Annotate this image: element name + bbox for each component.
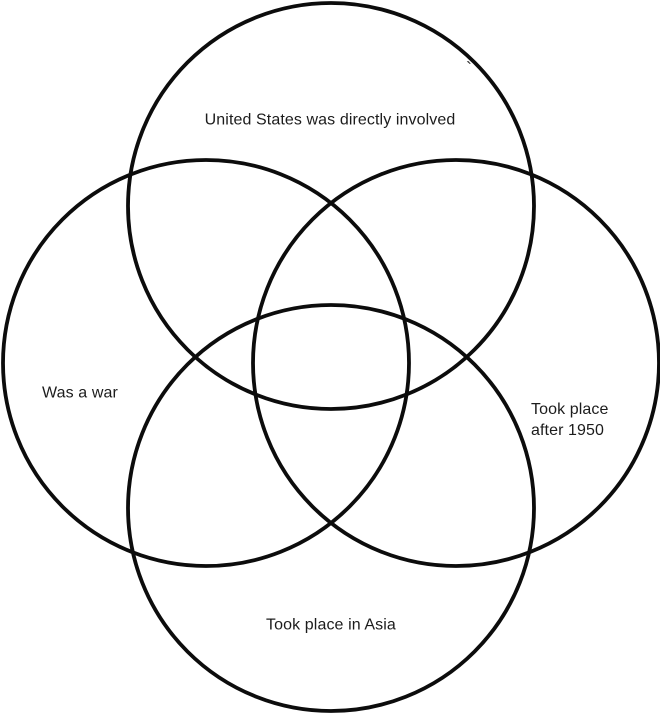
venn-circle-bottom: [126, 303, 536, 713]
venn-label-was-a-war: Was a war: [42, 384, 118, 402]
venn-label-us-involved: United States was directly involved: [204, 111, 456, 129]
venn-label-in-asia: Took place in Asia: [266, 616, 396, 634]
venn-circle-right: [251, 158, 660, 568]
venn-circle-top: [126, 1, 536, 411]
venn-label-after-1950: Took place after 1950: [531, 401, 609, 439]
stray-tick-mark: `: [466, 59, 472, 79]
venn-circle-left: [1, 158, 411, 568]
